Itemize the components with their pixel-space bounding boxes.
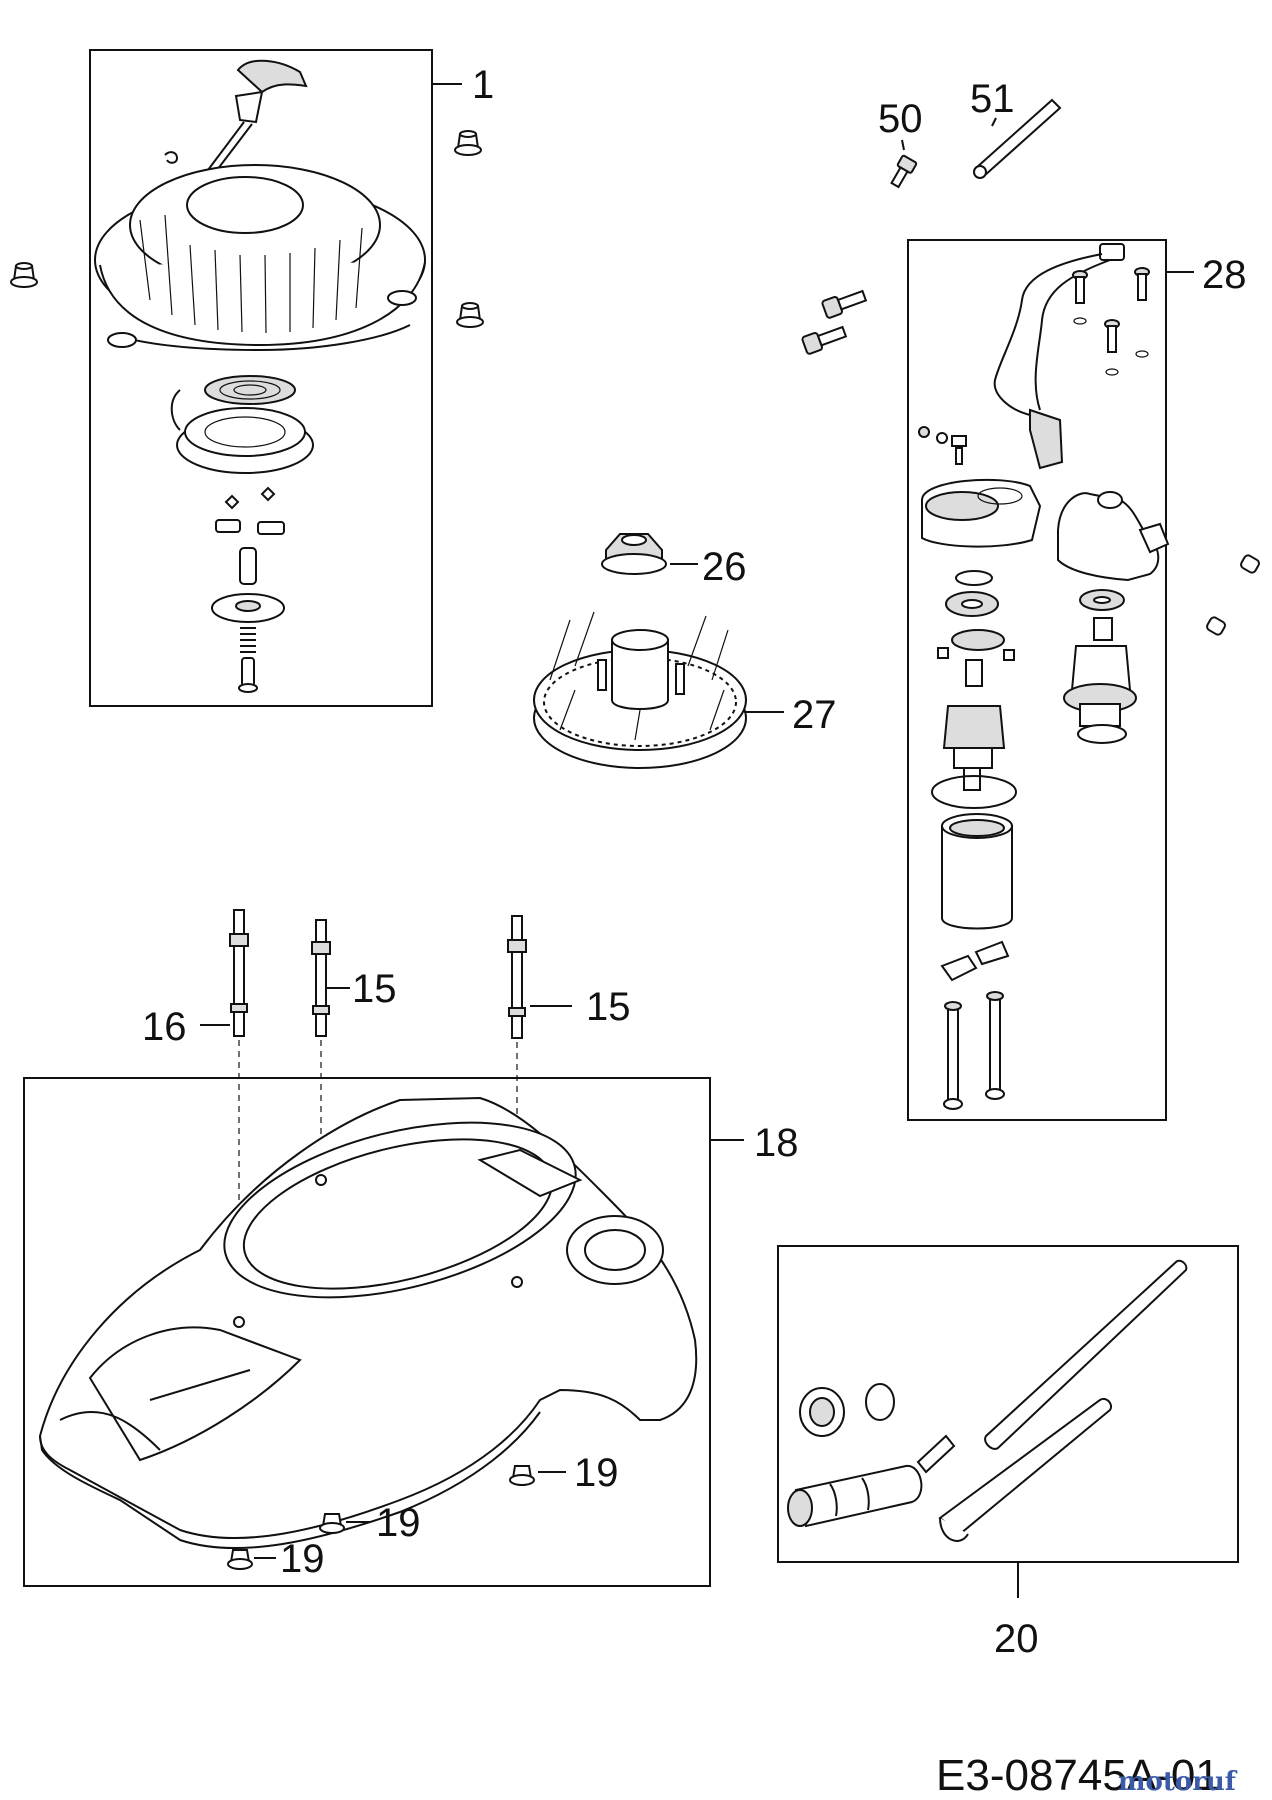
recoil-spring [204,375,296,405]
grommet-left [799,1387,845,1437]
o-ring [931,775,1017,809]
mounting-tabs [940,940,1010,982]
through-bolts [943,991,1005,1110]
starter-handle [207,59,308,175]
armature [942,659,1006,791]
cap-screws [1072,267,1150,376]
callout-50: 50 [878,97,923,141]
studs: 16 15 15 [142,909,631,1310]
stud-16 [229,909,249,1037]
blower-housing-box [23,1077,711,1587]
parts-50-51: 50 51 [878,77,1062,189]
callout-51: 51 [970,77,1015,121]
callout-26: 26 [702,545,747,589]
callout-19-c: 19 [280,1537,325,1581]
stud-15-right [507,915,527,1039]
flywheel-nut: 26 [601,533,747,589]
washer [955,570,993,586]
electric-starter-box [907,239,1167,1121]
oil-fill-box [777,1245,1239,1563]
pinion-drive [1063,617,1137,744]
callout-27: 27 [792,693,837,737]
pawls [215,486,285,535]
starter-housing [94,164,426,352]
callout-1: 1 [472,63,494,107]
callout-16: 16 [142,1005,187,1049]
oil-fill-tube [938,1259,1188,1542]
recoil-starter-box [89,49,433,707]
stud-15-left [311,919,331,1037]
terminal-hardware [918,426,967,465]
wire-harness [993,243,1125,470]
bearing-left [945,591,999,617]
cam-plate [211,593,285,623]
callout-18: 18 [754,1121,799,1165]
drive-end-housing [1057,491,1170,582]
callout-15-b: 15 [586,985,631,1029]
brush-holder [937,629,1015,661]
starter-mount-bolts [801,289,868,355]
bearing-right [1079,589,1125,611]
nut-19-c [227,1549,253,1570]
blower-housing-group: 18 19 19 19 [23,1077,799,1587]
dipstick-cap [787,1434,956,1528]
oil-fill-group: 20 [777,1245,1239,1661]
field-frame [941,813,1013,930]
recoil-starter-group: 1 [89,49,494,707]
commutator-end-cap [921,478,1042,548]
nut-19-a [509,1465,535,1486]
nut-19-b [319,1513,345,1534]
callout-15-a: 15 [352,967,397,1011]
callout-19-b: 19 [376,1501,421,1545]
center-spring-screw [238,627,258,693]
flywheel: 27 [533,611,837,769]
blower-housing [38,1096,698,1550]
nuts-group-1 [10,130,484,328]
center-pin [239,547,257,585]
callout-28: 28 [1202,253,1247,297]
callout-19-a: 19 [574,1451,619,1495]
rope-pulley [170,389,314,474]
loose-pins [1206,554,1260,636]
callout-20: 20 [994,1617,1039,1661]
seal-right [865,1383,895,1421]
watermark-logo: motoruf [1118,1767,1238,1797]
electric-starter-group: 28 [907,239,1260,1121]
drawing-code: E3-08745A-01 [936,1751,1220,1800]
